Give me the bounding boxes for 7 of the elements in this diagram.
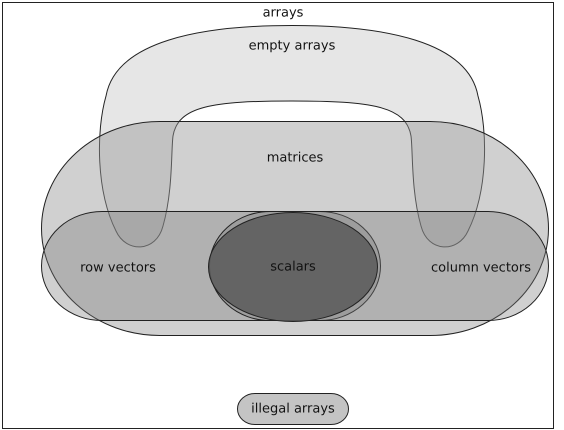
set-label: matrices [266, 150, 324, 166]
set-label: illegal arrays [251, 402, 335, 416]
set-label: column vectors [431, 260, 531, 276]
set-label: empty arrays [248, 38, 336, 54]
set-label: scalars [270, 260, 316, 274]
set-label: arrays [262, 6, 304, 20]
set-label: row vectors [80, 260, 156, 276]
